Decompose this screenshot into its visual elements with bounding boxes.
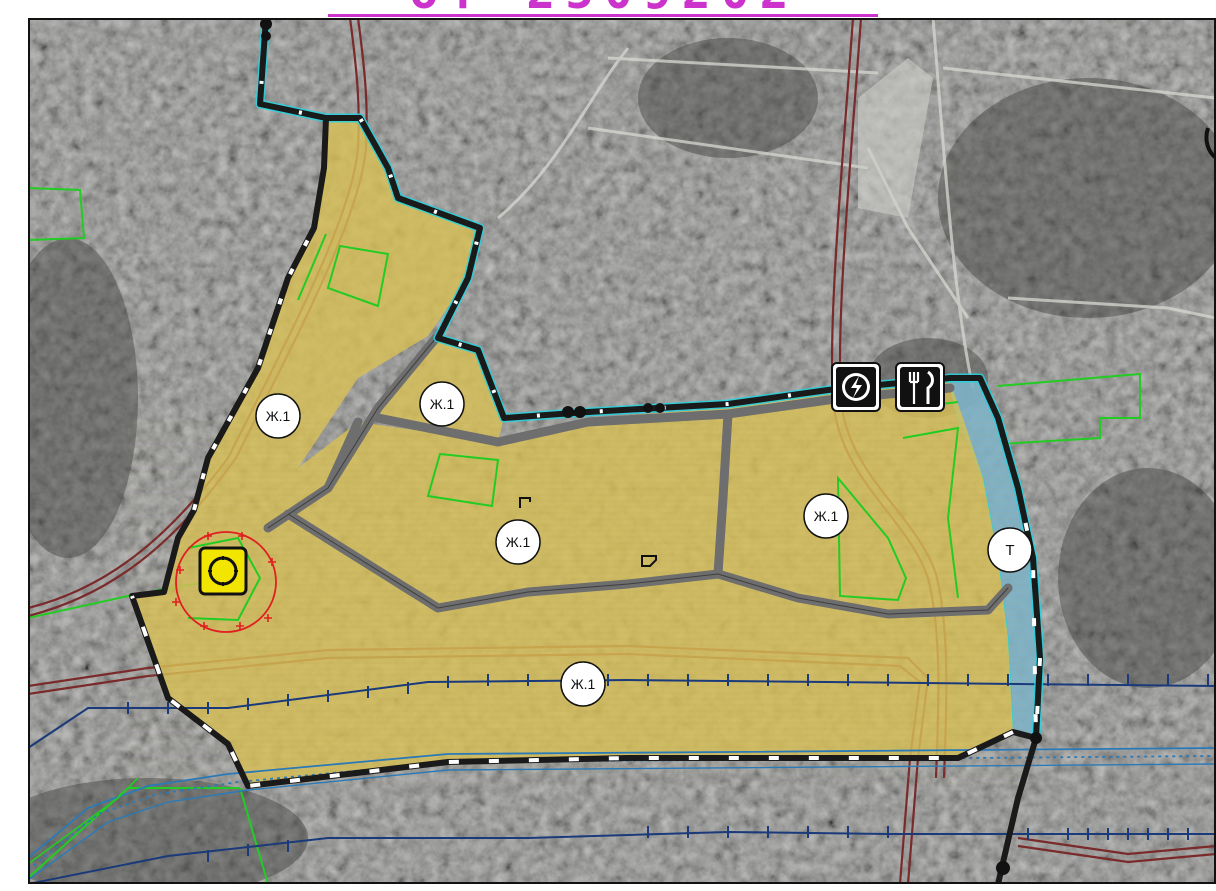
svg-text:Ж.1: Ж.1 [506,534,531,550]
zone-label-transport: Т [987,527,1033,573]
road-edges [267,337,1009,615]
light-clearing [858,58,933,218]
svg-text:Ж.1: Ж.1 [430,396,455,412]
zone-boundary [129,18,1045,884]
zone-label-zh1-small: Ж.1 [419,381,465,427]
zone-label-zh1-east: Ж.1 [803,493,849,539]
building-markers [519,497,657,567]
map-title: от 2509202 [330,0,878,18]
buffer-ticks [172,532,276,630]
zone-label-zh1-south: Ж.1 [560,661,606,707]
title-underline [328,14,878,17]
boundary-nodes [260,18,1042,875]
sanitary-buffer-circle [175,531,277,633]
zone-label-zh1-north: Ж.1 [255,393,301,439]
map-viewport[interactable]: Ж.1 Ж.1 Ж.1 Ж.1 Ж.1 Т [28,18,1216,884]
restaurant-icon[interactable] [895,362,945,412]
power-line-ticks [127,674,1209,862]
power-substation-icon[interactable] [831,362,881,412]
svg-text:Ж.1: Ж.1 [266,408,291,424]
map-frame [28,18,1216,884]
svg-text:Ж.1: Ж.1 [571,676,596,692]
boiler-house-icon[interactable] [198,546,248,596]
svg-text:Ж.1: Ж.1 [814,508,839,524]
water-lines [28,747,1216,881]
zone-label-zh1-center: Ж.1 [495,519,541,565]
inner-parcels [131,233,960,622]
svg-text:Т: Т [1005,542,1014,559]
zone-hatching [128,418,1028,788]
map-title-strip: от 2509202 [0,0,1216,20]
